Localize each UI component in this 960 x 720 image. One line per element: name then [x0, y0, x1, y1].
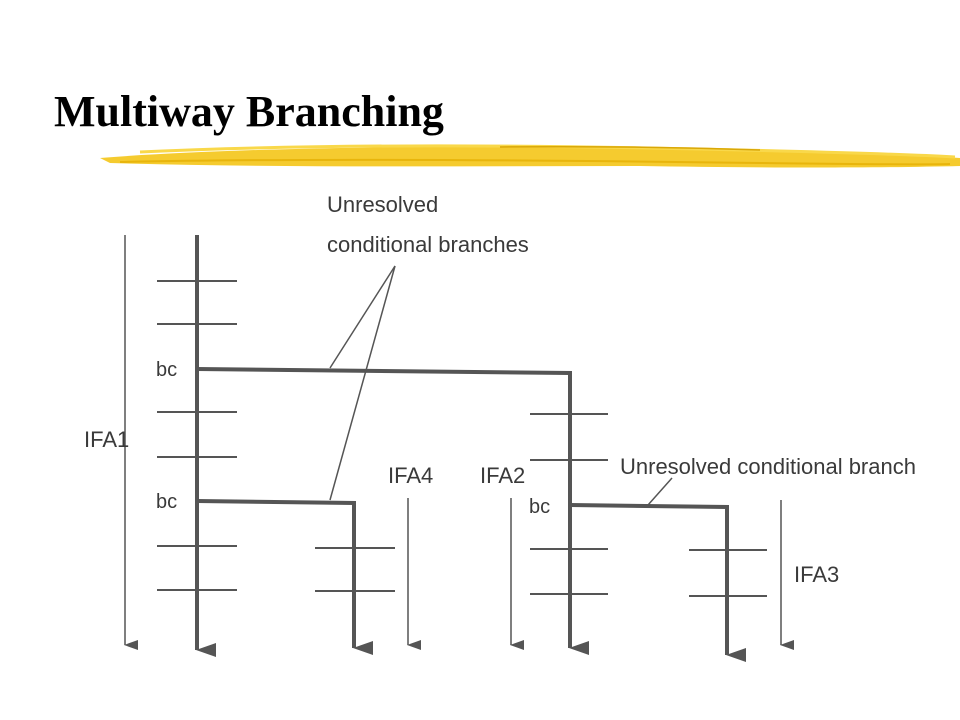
- callout-top-leader-2: [329, 265, 396, 501]
- bc-label-1: bc: [156, 359, 177, 381]
- ifa2-label: IFA2: [480, 463, 525, 488]
- branch-2-ticks: [315, 547, 395, 592]
- callout-top-line2: conditional branches: [327, 232, 529, 257]
- branch-2-path: [196, 499, 373, 655]
- branch-1-path: [196, 367, 589, 655]
- callout-top-leader-1: [329, 265, 396, 369]
- callout-top-line1: Unresolved: [327, 192, 438, 217]
- ifa1-label: IFA1: [84, 427, 129, 452]
- bc-label-3: bc: [529, 496, 550, 518]
- main-stream-ticks: [157, 280, 237, 591]
- ifa3-label: IFA3: [794, 562, 839, 587]
- bc-label-2: bc: [156, 491, 177, 513]
- callout-right-leader: [647, 477, 673, 506]
- slide-title: Multiway Branching: [54, 87, 444, 136]
- callout-right: Unresolved conditional branch: [620, 454, 916, 479]
- ifa4-label: IFA4: [388, 463, 433, 488]
- branch-3-path: [569, 503, 746, 662]
- branch-1-ticks: [530, 413, 608, 595]
- branch-3-ticks: [689, 549, 767, 597]
